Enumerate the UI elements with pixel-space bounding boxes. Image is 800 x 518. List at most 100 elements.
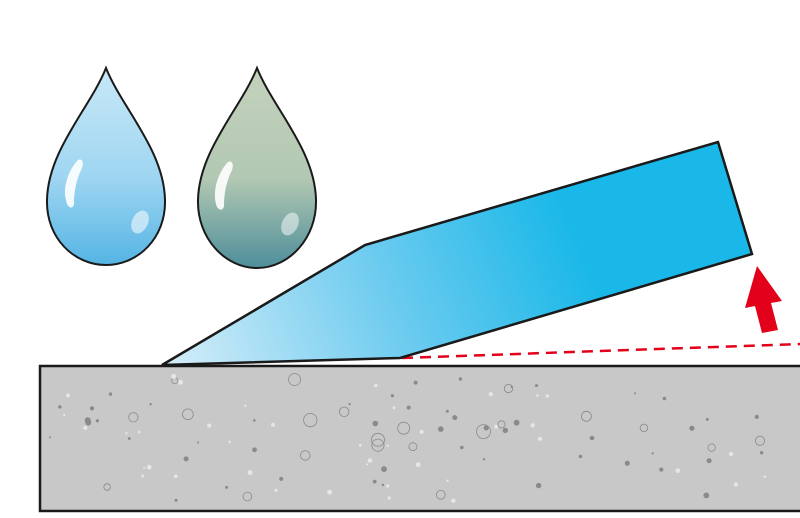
substrate-speck bbox=[279, 476, 284, 481]
substrate-speck bbox=[662, 396, 667, 401]
substrate-speck bbox=[536, 394, 539, 397]
substrate-speck bbox=[513, 419, 520, 426]
substrate-speck bbox=[415, 462, 421, 467]
substrate-speck bbox=[581, 410, 592, 422]
substrate-speck bbox=[103, 483, 111, 491]
substrate-speck bbox=[182, 408, 194, 421]
substrate-speck bbox=[589, 435, 595, 441]
substrate-speck bbox=[174, 498, 178, 502]
substrate-speck bbox=[253, 419, 256, 422]
substrate-speck bbox=[173, 474, 178, 479]
substrate-speck bbox=[242, 491, 253, 502]
substrate-speck bbox=[274, 488, 278, 492]
substrate-speck bbox=[392, 406, 396, 410]
substrate-speck bbox=[659, 467, 664, 472]
substrate-speck bbox=[66, 393, 71, 398]
substrate-speck bbox=[438, 426, 444, 432]
substrate-speck bbox=[171, 373, 177, 379]
substrate-speck bbox=[387, 496, 391, 500]
substrate-speck bbox=[128, 412, 139, 423]
substrate-speck bbox=[624, 460, 630, 466]
substrate-speck bbox=[63, 413, 66, 417]
substrate-speck bbox=[372, 479, 377, 484]
mixed-drop-reflection bbox=[281, 212, 299, 236]
substrate-speck bbox=[247, 470, 253, 476]
substrate-speck bbox=[435, 489, 446, 500]
substrate-speck bbox=[476, 424, 491, 440]
substrate-block bbox=[38, 364, 800, 513]
substrate-speck bbox=[535, 384, 538, 388]
water-drop-reflection bbox=[131, 210, 149, 234]
substrate-speck bbox=[408, 442, 418, 452]
substrate-speck bbox=[634, 392, 636, 395]
substrate-speck bbox=[95, 419, 99, 423]
substrate-speck bbox=[197, 441, 200, 444]
substrate-speck bbox=[339, 406, 350, 418]
substrate-speck bbox=[271, 422, 276, 427]
substrate-speck bbox=[225, 485, 229, 489]
substrate-speck bbox=[138, 430, 141, 434]
substrate-speck bbox=[108, 392, 113, 396]
substrate-surface bbox=[38, 364, 800, 513]
substrate-speck bbox=[651, 452, 654, 455]
substrate-speck bbox=[288, 373, 302, 386]
substrate-speck bbox=[244, 404, 247, 407]
substrate-speck bbox=[367, 458, 373, 463]
water-drop-highlight bbox=[64, 159, 83, 208]
substrate-speck bbox=[358, 443, 362, 447]
substrate-speck bbox=[445, 409, 449, 413]
substrate-speck bbox=[386, 444, 389, 447]
substrate-speck bbox=[419, 429, 424, 434]
substrate-speck bbox=[252, 447, 257, 453]
substrate-speck bbox=[146, 464, 152, 470]
substrate-speck bbox=[371, 438, 385, 452]
mixed-drop-highlight bbox=[214, 161, 233, 210]
substrate-speck bbox=[406, 405, 411, 410]
substrate-speck bbox=[755, 435, 766, 446]
substrate-speck bbox=[754, 414, 759, 419]
substrate-speck bbox=[374, 383, 378, 388]
substrate-speck bbox=[366, 463, 369, 466]
substrate-speck bbox=[84, 417, 91, 424]
scraper-blade bbox=[161, 140, 754, 367]
substrate-speck bbox=[502, 427, 508, 434]
arrow-up-icon bbox=[745, 266, 782, 333]
substrate-speck bbox=[390, 394, 394, 398]
substrate-speck bbox=[483, 425, 489, 431]
substrate-speck bbox=[177, 379, 183, 385]
mixed-liquid-drop-icon bbox=[196, 65, 318, 270]
substrate-speck bbox=[535, 482, 542, 489]
substrate-speck bbox=[530, 423, 535, 428]
substrate-speck bbox=[706, 458, 712, 464]
substrate-speck bbox=[372, 420, 379, 427]
substrate-speck bbox=[303, 412, 318, 428]
substrate-speck bbox=[327, 489, 332, 495]
substrate-speck bbox=[300, 450, 311, 461]
water-drop-icon bbox=[45, 65, 167, 267]
substrate-speck bbox=[452, 415, 458, 421]
substrate-texture bbox=[49, 373, 767, 503]
substrate-speck bbox=[183, 456, 189, 462]
contact-angle-dashed-line bbox=[401, 342, 800, 360]
substrate-speck bbox=[228, 440, 231, 444]
substrate-speck bbox=[578, 454, 583, 459]
substrate-speck bbox=[413, 380, 418, 385]
substrate-speck bbox=[451, 498, 456, 503]
substrate-speck bbox=[675, 468, 681, 473]
substrate-speck bbox=[537, 436, 542, 441]
substrate-speck bbox=[497, 420, 506, 429]
substrate-speck bbox=[207, 423, 212, 428]
substrate-speck bbox=[458, 377, 463, 381]
substrate-speck bbox=[149, 403, 152, 406]
substrate-speck bbox=[545, 394, 549, 398]
substrate-speck bbox=[143, 466, 146, 469]
substrate-speck bbox=[639, 423, 649, 433]
substrate-speck bbox=[705, 417, 709, 421]
substrate-speck bbox=[83, 425, 88, 430]
substrate-speck bbox=[482, 458, 486, 461]
substrate-speck bbox=[707, 443, 716, 452]
substrate-speck bbox=[763, 475, 767, 478]
substrate-speck bbox=[385, 484, 390, 488]
substrate-speck bbox=[371, 432, 385, 447]
